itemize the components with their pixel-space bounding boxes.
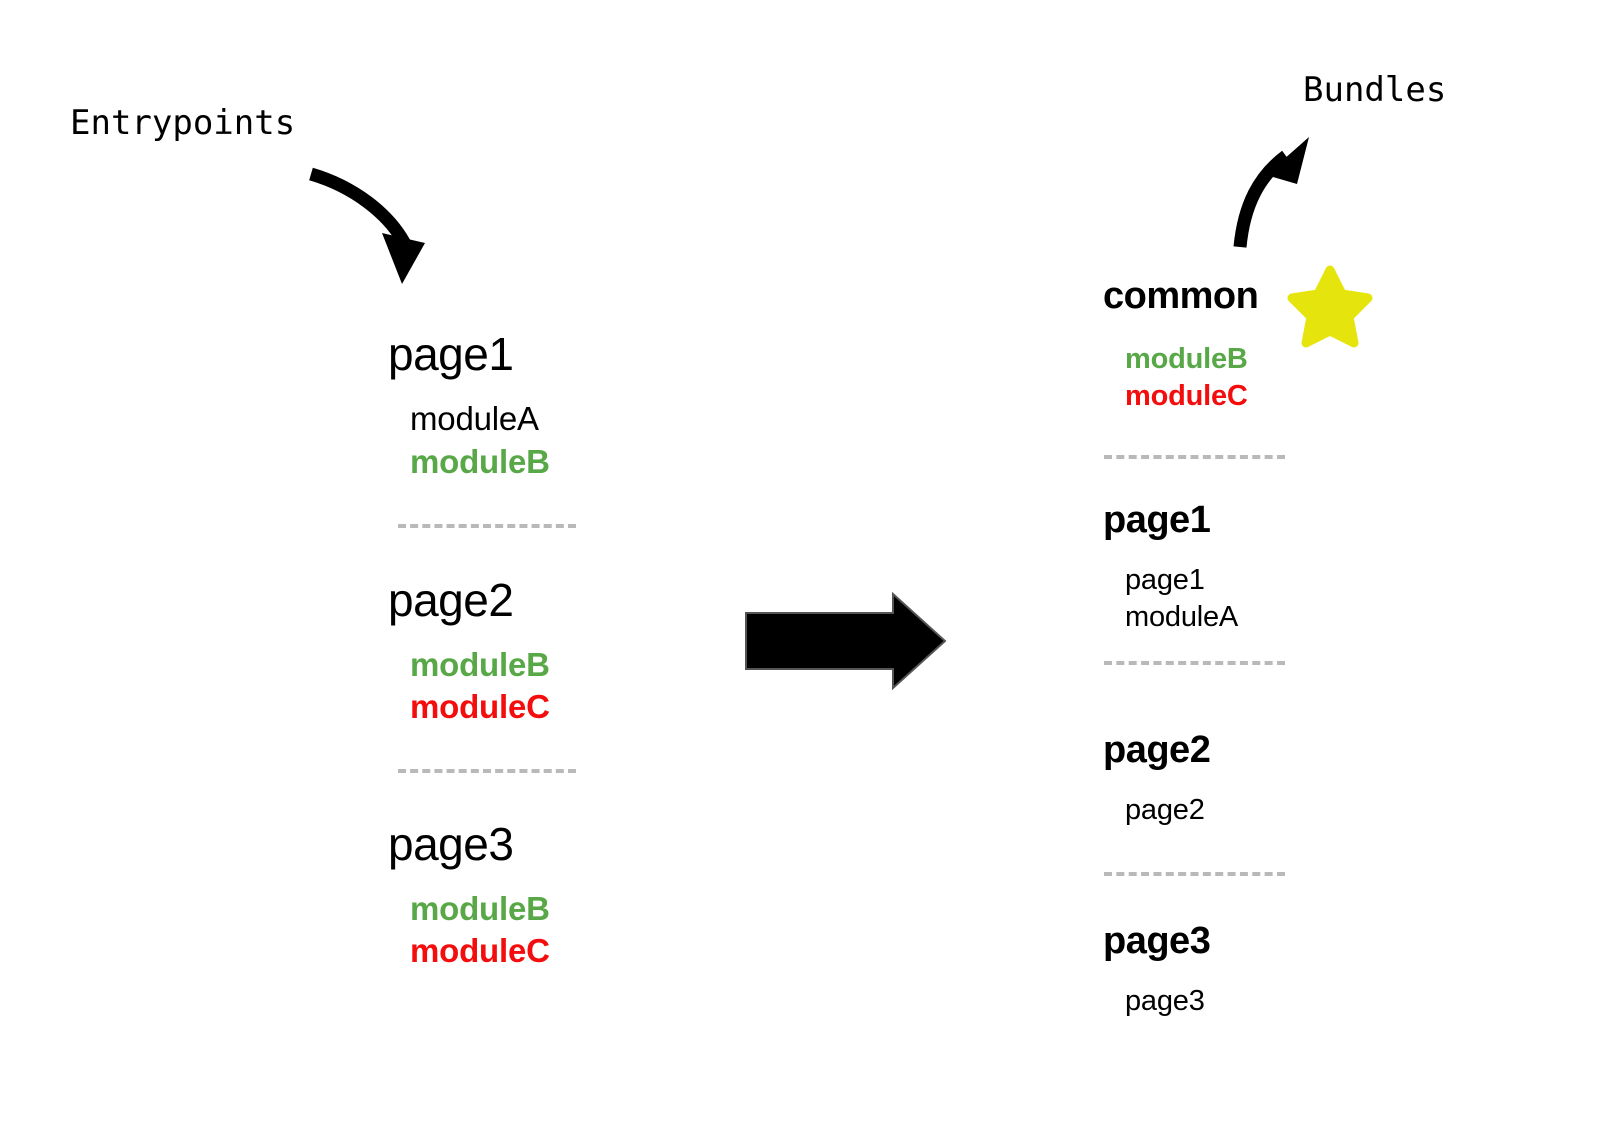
bundle-module-item: moduleA (1125, 601, 1239, 633)
entrypoint-group-title: page1 (388, 328, 514, 380)
entrypoint-separator (398, 524, 576, 528)
bundle-module-item: page1 (1125, 564, 1205, 596)
entrypoint-separator (398, 769, 576, 773)
entrypoint-module-item: moduleC (410, 688, 550, 725)
bundle-module-item: page3 (1125, 985, 1205, 1017)
entrypoints-caption: Entrypoints (70, 103, 296, 143)
block-arrow-right-icon (745, 591, 947, 691)
bundle-group-title: page3 (1103, 920, 1211, 962)
entrypoint-group-title: page2 (388, 574, 514, 626)
entrypoint-module-item: moduleC (410, 932, 550, 969)
bundle-module-item: moduleB (1125, 343, 1248, 375)
curved-arrow-down-right-icon (309, 167, 425, 284)
entrypoint-module-item: moduleB (410, 890, 550, 927)
bundle-separator (1104, 872, 1285, 876)
bundle-group-title: page1 (1103, 499, 1211, 541)
bundle-separator (1104, 455, 1285, 459)
entrypoint-module-item: moduleB (410, 646, 550, 683)
bundle-separator (1104, 661, 1285, 665)
entrypoint-module-item: moduleA (410, 400, 539, 437)
star-icon (1287, 265, 1373, 348)
entrypoint-module-item: moduleB (410, 443, 550, 480)
bundle-group-title: common (1103, 275, 1259, 317)
bundle-group-title: page2 (1103, 729, 1211, 771)
bundles-caption: Bundles (1303, 70, 1447, 110)
curved-arrow-up-right-icon (1233, 137, 1309, 248)
entrypoint-group-title: page3 (388, 818, 514, 870)
bundle-module-item: page2 (1125, 794, 1205, 826)
bundle-module-item: moduleC (1125, 380, 1248, 412)
